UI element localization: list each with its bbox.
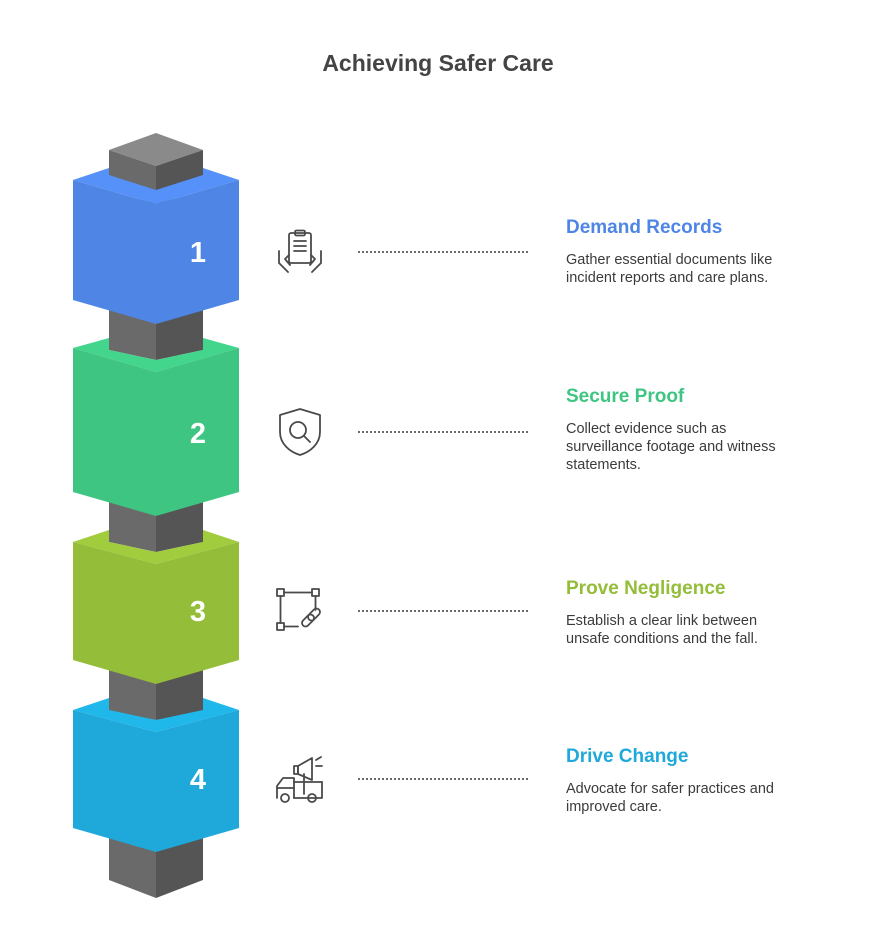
step-3: Prove Negligence Establish a clear link … xyxy=(566,578,856,648)
shield-search-icon xyxy=(279,408,321,456)
step-4: Drive Change Advocate for safer practice… xyxy=(566,746,856,816)
connector-line-1 xyxy=(358,251,528,253)
diagram-title: Achieving Safer Care xyxy=(322,50,554,76)
step-description-1: Gather essential documents like incident… xyxy=(566,252,773,286)
step-title-1: Demand Records xyxy=(566,217,723,238)
megaphone-truck-icon xyxy=(276,756,323,803)
step-1: Demand Records Gather essential document… xyxy=(566,217,856,287)
frame-link-icon xyxy=(276,588,321,631)
clipboard-hands-icon xyxy=(278,229,322,273)
step-title-3: Prove Negligence xyxy=(566,578,726,599)
connector-line-2 xyxy=(358,431,528,433)
step-number-2: 2 xyxy=(190,418,206,450)
step-description-3: Establish a clear link between unsafe co… xyxy=(566,613,758,647)
connector-line-4 xyxy=(358,778,528,780)
step-number-4: 4 xyxy=(190,764,206,796)
block-2: 2 xyxy=(73,338,239,516)
block-3: 3 xyxy=(73,530,239,684)
block-4: 4 xyxy=(73,698,239,852)
step-title-4: Drive Change xyxy=(566,746,689,767)
step-description-2: Collect evidence such as surveillance fo… xyxy=(566,421,776,473)
step-number-3: 3 xyxy=(190,596,206,628)
step-number-1: 1 xyxy=(190,237,206,269)
step-description-4: Advocate for safer practices and improve… xyxy=(566,781,774,815)
step-2: Secure Proof Collect evidence such as su… xyxy=(566,386,856,474)
step-title-2: Secure Proof xyxy=(566,386,685,407)
block-1: 1 xyxy=(73,168,239,324)
connector-line-3 xyxy=(358,610,528,612)
